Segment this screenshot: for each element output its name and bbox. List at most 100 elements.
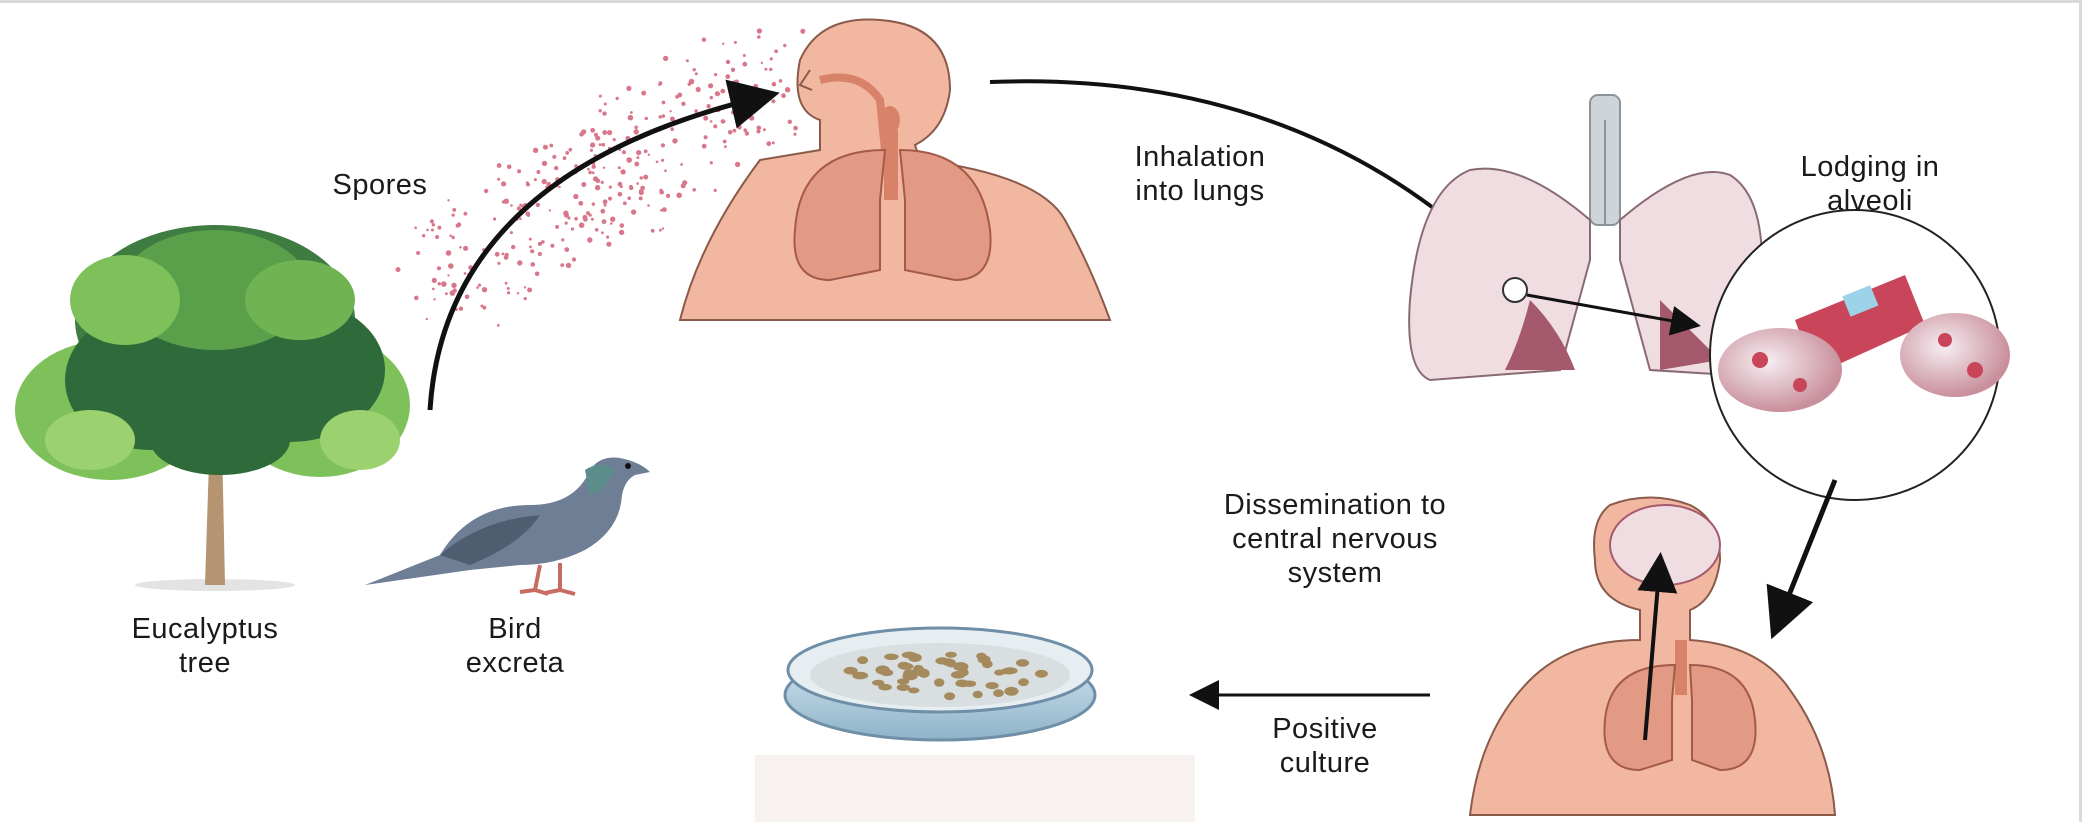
spore-dot: [497, 178, 500, 181]
spore-dot: [543, 145, 548, 150]
spore-dot: [464, 272, 467, 275]
colony: [955, 680, 970, 687]
spore-dot: [507, 287, 510, 290]
spore-dot: [493, 217, 496, 220]
colony: [908, 653, 922, 662]
spore-dot: [451, 283, 456, 288]
spore-dot: [459, 246, 462, 249]
colony: [897, 684, 910, 691]
spore-dot: [590, 142, 595, 147]
label-lodging: Lodging in alveoli: [1760, 150, 1980, 218]
spore-dot: [536, 170, 540, 174]
spore-dot: [497, 163, 502, 168]
colony: [1003, 667, 1018, 674]
spore-dot: [610, 222, 613, 225]
spore-dot: [574, 217, 578, 221]
spore-dot: [432, 288, 435, 291]
spore-dot: [658, 81, 662, 85]
spore-dot: [644, 149, 648, 153]
spore-dot: [529, 246, 532, 249]
spore-dot: [396, 267, 401, 272]
spore-dot: [656, 161, 659, 164]
spore-dot: [734, 80, 739, 85]
spore-dot: [793, 126, 798, 131]
spore-dot: [676, 193, 682, 199]
spore-dot: [761, 62, 763, 64]
spore-dot: [680, 163, 683, 166]
spore-dot: [572, 257, 576, 261]
spore-dot: [749, 115, 754, 120]
spore-dot: [620, 169, 625, 174]
spore-dot: [590, 149, 593, 152]
spore-dot: [622, 150, 626, 154]
spore-dot: [662, 227, 664, 229]
spore-dot: [593, 176, 598, 181]
spore-dot: [672, 138, 677, 143]
spore-dot: [453, 288, 457, 292]
spore-dot: [441, 281, 447, 287]
colony: [1035, 670, 1048, 678]
spore-dot: [432, 278, 437, 283]
spore-dot: [573, 194, 578, 199]
spore-dot: [510, 231, 513, 234]
spore-dot: [743, 54, 746, 57]
spore-dot: [558, 186, 560, 188]
spore-dot: [561, 238, 564, 241]
spore-dot: [627, 196, 631, 200]
spore-dot: [524, 286, 526, 288]
spore-dot: [783, 44, 786, 47]
spore-dot: [648, 154, 650, 156]
spore-dot: [438, 282, 441, 285]
spore-dot: [769, 68, 772, 71]
spore-dot: [592, 202, 595, 205]
label-positive-culture: Positive culture: [1225, 712, 1425, 780]
spore-dot: [594, 133, 598, 137]
spore-dot: [689, 79, 695, 85]
spore-dot: [661, 159, 664, 162]
spore-dot: [677, 93, 682, 98]
spore-dot: [713, 124, 717, 128]
spore-dot: [505, 253, 509, 257]
spore-dot: [587, 168, 590, 171]
label-inhalation: Inhalation into lungs: [1080, 140, 1320, 208]
arrow-to-cns: [1775, 480, 1835, 630]
spore-dot: [682, 180, 687, 185]
spore-dot: [774, 49, 778, 53]
spore-dot: [602, 130, 607, 135]
spore-dot: [629, 185, 633, 189]
spore-dot: [659, 229, 662, 232]
colony: [976, 653, 986, 660]
spore-dot: [710, 161, 713, 164]
spore-dot: [606, 236, 609, 239]
spore-dot: [452, 236, 455, 239]
spore-dot: [463, 246, 468, 251]
spore-dot: [527, 214, 530, 217]
spore-dot: [517, 292, 519, 294]
spore-dot: [579, 132, 584, 137]
spore-dot: [734, 41, 737, 44]
spore-dot: [507, 291, 510, 294]
spore-dot: [483, 306, 487, 310]
spore-dot: [735, 162, 740, 167]
spore-dot: [643, 175, 648, 180]
spore-dot: [502, 253, 505, 256]
spore-dot: [583, 217, 588, 222]
spore-dot: [510, 204, 513, 207]
spore-dot: [659, 189, 662, 192]
spore-dot: [554, 166, 558, 170]
spore-dot: [737, 125, 742, 130]
spore-dot: [592, 165, 596, 169]
colony: [872, 680, 884, 686]
spore-dot: [478, 284, 481, 287]
spore-dot: [527, 288, 532, 293]
spore-dot: [641, 91, 646, 96]
spore-dot: [714, 189, 717, 192]
spore-dot: [564, 247, 569, 252]
alveoli-magnified-icon: [1710, 210, 2010, 500]
spore-dot: [618, 166, 621, 169]
spore-dot: [604, 103, 607, 106]
spore-dot: [606, 242, 611, 247]
spore-dot: [681, 102, 685, 106]
spore-dot: [647, 204, 650, 207]
